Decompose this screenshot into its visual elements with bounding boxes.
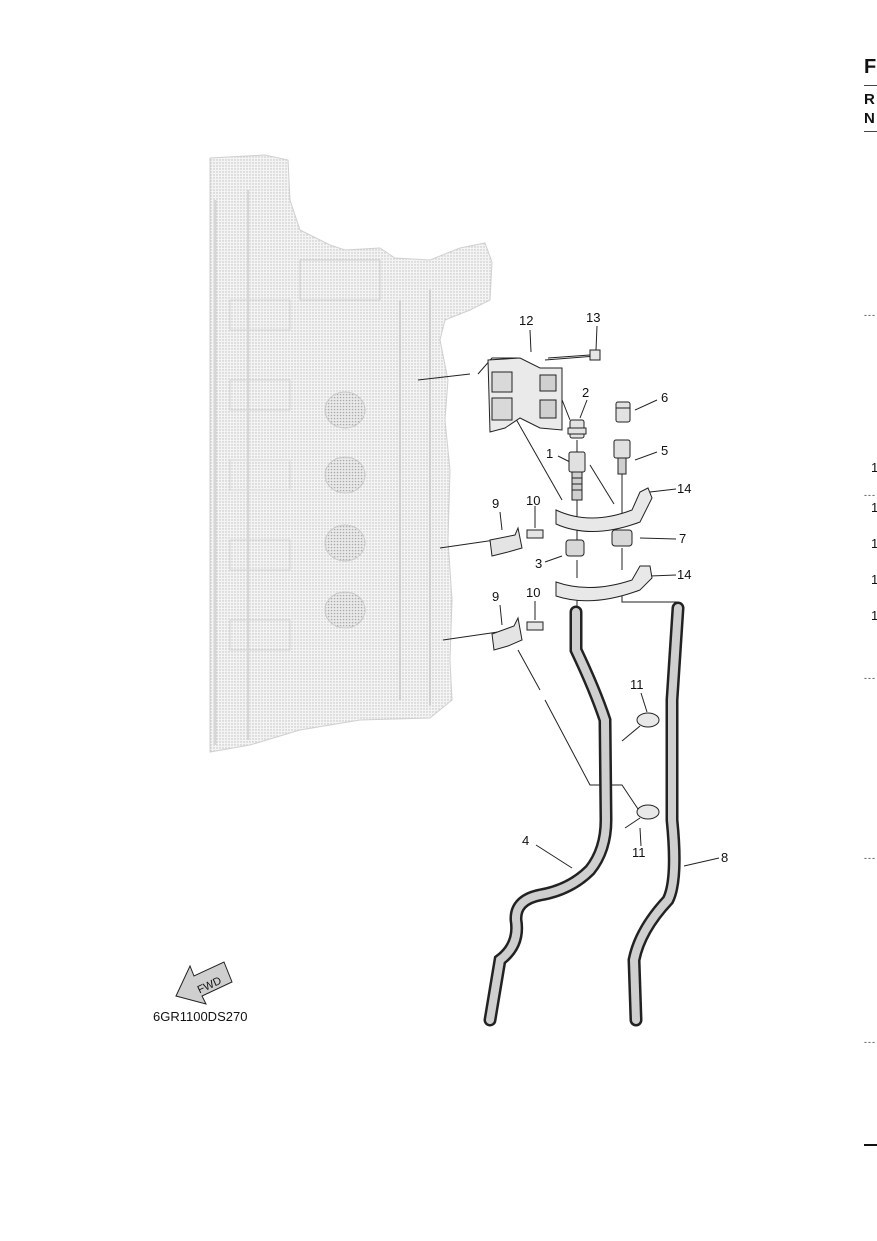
callout-8: 8: [721, 850, 729, 865]
fitting-6: [615, 401, 631, 423]
callout-9-lower: 9: [492, 589, 500, 604]
edge-letter-r: R: [864, 91, 875, 108]
fwd-arrow-icon: FWD: [175, 961, 233, 1005]
edge-rule: [864, 1144, 877, 1146]
grommet-7: [611, 529, 633, 547]
callout-14-upper: 14: [677, 481, 692, 496]
engine-block: [209, 154, 493, 753]
clamp-14-lower: [555, 565, 653, 602]
bolt-10-lower: [526, 621, 544, 631]
edge-number: 1: [871, 572, 877, 587]
hose-8: [627, 601, 685, 1027]
edge-rule: [864, 131, 877, 132]
edge-dash: ---: [864, 673, 876, 683]
callout-10-upper: 10: [526, 493, 541, 508]
edge-number: 1: [871, 460, 877, 475]
grommet-3: [565, 539, 585, 557]
edge-dash: ---: [864, 1037, 876, 1047]
edge-number: 1: [871, 500, 877, 515]
union-bolt-1: [568, 451, 586, 501]
callout-1: 1: [546, 446, 554, 461]
edge-letter-n: N: [864, 110, 875, 127]
callout-6: 6: [661, 390, 669, 405]
bolt-10-upper: [526, 529, 544, 539]
fitting-2: [567, 419, 587, 439]
leader-lines: [417, 325, 720, 869]
edge-letter-f: F: [864, 56, 877, 78]
callout-14-lower: 14: [677, 567, 692, 582]
edge-dash: ---: [864, 853, 876, 863]
callout-10-lower: 10: [526, 585, 541, 600]
edge-number: 1: [871, 608, 877, 623]
hose-4: [483, 605, 613, 1027]
bolt-13: [547, 349, 601, 361]
tie-11-upper: [621, 712, 660, 742]
edge-rule: [864, 85, 877, 86]
holder-9-lower: [491, 616, 523, 651]
tie-11-lower: [624, 804, 660, 829]
callout-11-upper: 11: [630, 677, 644, 692]
clamp-14-upper: [555, 487, 653, 532]
fitting-5: [613, 439, 631, 475]
edge-dash: ---: [864, 490, 876, 500]
callout-13: 13: [586, 310, 601, 325]
callout-9-upper: 9: [492, 496, 500, 511]
callout-3: 3: [535, 556, 543, 571]
bracket-12: [487, 357, 563, 433]
callout-4: 4: [522, 833, 530, 848]
callout-12: 12: [519, 313, 534, 328]
edge-number: 1: [871, 536, 877, 551]
holder-9-upper: [489, 526, 523, 557]
callout-11-lower: 11: [632, 845, 646, 860]
edge-dash: ---: [864, 310, 876, 320]
figure-code: 6GR1100DS270: [153, 1009, 248, 1024]
callout-2: 2: [582, 385, 590, 400]
callout-5: 5: [661, 443, 669, 458]
callout-7: 7: [679, 531, 687, 546]
